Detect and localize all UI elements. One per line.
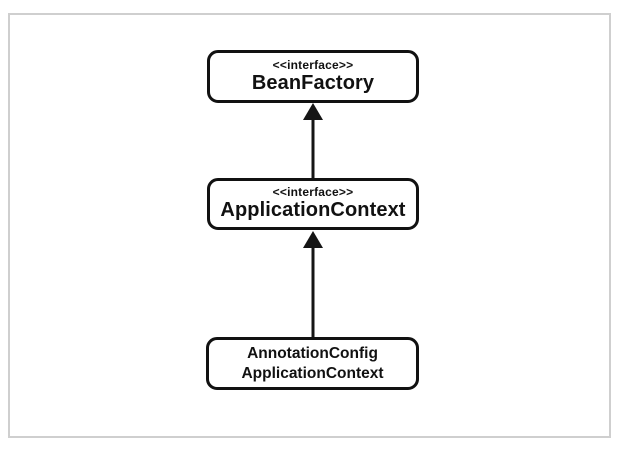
class-name-line1: AnnotationConfig <box>247 344 378 362</box>
class-name: ApplicationContext <box>220 199 406 221</box>
class-name-line2: ApplicationContext <box>241 364 384 382</box>
stereotype-label: <<interface>> <box>272 185 354 199</box>
class-box-applicationcontext: <<interface>> ApplicationContext <box>207 178 419 230</box>
class-box-beanfactory: <<interface>> BeanFactory <box>207 50 419 103</box>
inheritance-arrow-applicationcontext-to-beanfactory <box>303 103 323 178</box>
stereotype-label: <<interface>> <box>272 57 354 72</box>
class-box-annotationconfigapplicationcontext: AnnotationConfig ApplicationContext <box>206 337 419 390</box>
inheritance-arrow-annotationconfig-to-applicationcontext <box>303 231 323 337</box>
diagram-frame: <<interface>> BeanFactory <<interface>> … <box>8 13 611 438</box>
class-name: BeanFactory <box>251 71 375 94</box>
